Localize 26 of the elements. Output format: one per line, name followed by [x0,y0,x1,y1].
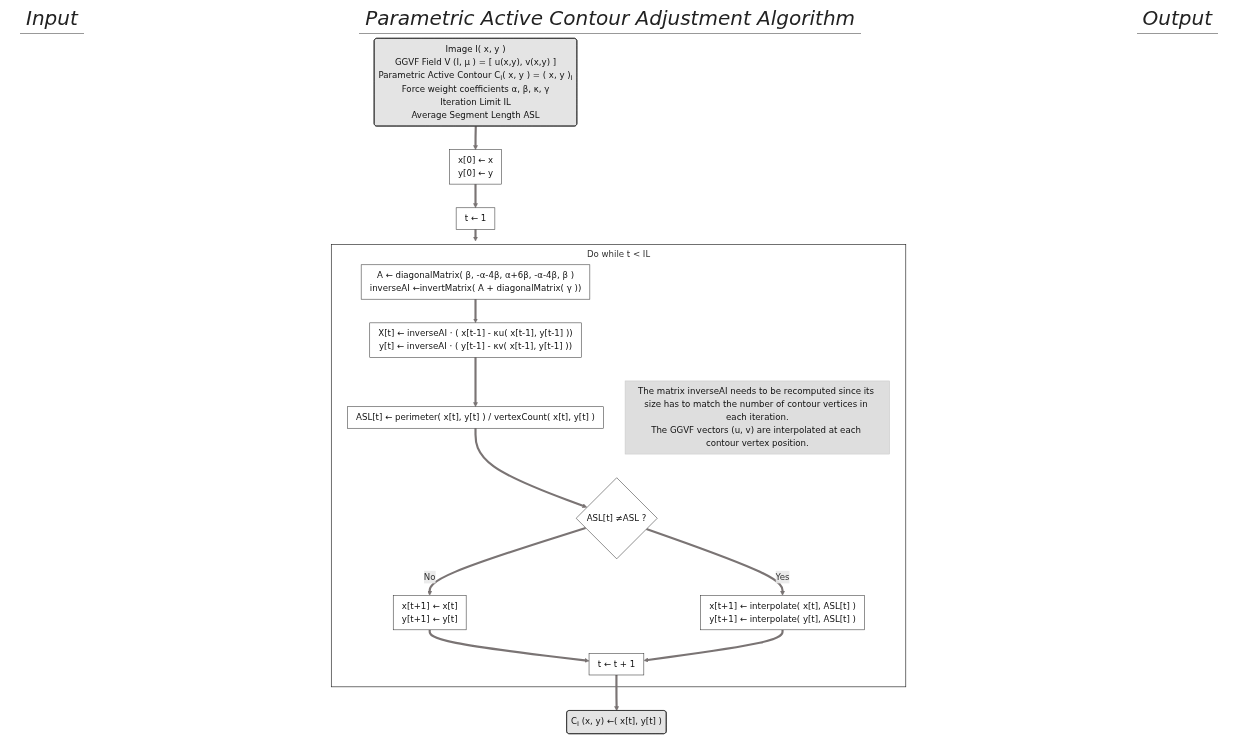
arrow [614,675,620,711]
arrow [644,629,785,663]
arrow [646,527,786,596]
column-heading: Input [20,6,84,34]
arrow [473,299,479,324]
arrow [427,526,587,596]
node-box: x[t+1] ← x[t] y[t+1] ← y[t] [393,595,467,631]
node-box: X[t] ← inverseAI · ( x[t-1] - κu( x[t-1], y[t-1] )) y[t] ← inverseAI · ( y[t-1] - κv( x[t-1], y[t-1] )) [369,322,582,358]
arrow [473,229,479,242]
edge-label: Yes [776,571,790,582]
node-box: t ← 1 [456,207,496,230]
column-heading: Output [1136,6,1218,34]
arrow [473,126,479,150]
arrow [429,629,590,663]
node-box: The matrix inverseAI needs to be recomputed since its size has to match the number of contour vertices in each iteration. The GGVF vectors (u, v) are interpolated at each contour vertex position. [625,380,891,455]
edge-label: No [424,571,437,582]
node-diamond: ASL[t] ≠ASL ? [576,477,658,560]
node-box: t ← t + 1 [589,653,645,676]
arrow [473,184,479,208]
node-box: A ← diagonalMatrix( β, -α-4β, α+6β, -α-4β, β ) inverseAI ←invertMatrix( A + diagonalMatrix( γ )) [361,264,591,300]
node-box: x[0] ← x y[0] ← y [449,149,503,185]
column-heading: Parametric Active Contour Adjustment Algorithm [359,6,862,34]
arrow [473,357,479,407]
node-box: x[t+1] ← interpolate( x[t], ASL[t] ) y[t+1] ← interpolate( y[t], ASL[t] ) [700,595,866,631]
node-box: ASL[t] ← perimeter( x[t], y[t] ) / vertexCount( x[t], y[t] ) [347,406,605,429]
arrow [474,428,588,508]
